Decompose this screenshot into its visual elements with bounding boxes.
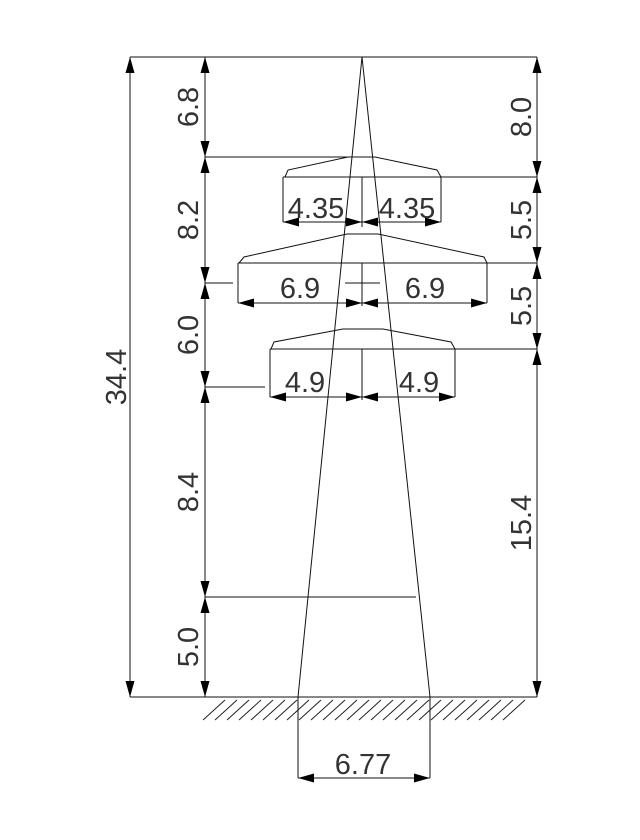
- arrowhead: [439, 392, 455, 402]
- arrowhead: [200, 157, 210, 173]
- hatch-line: [382, 699, 406, 721]
- base-width-label: 6.77: [335, 749, 391, 781]
- hatch-line: [250, 699, 274, 721]
- arrowhead: [532, 263, 542, 279]
- arrowhead: [532, 177, 542, 193]
- right-dim-label: 5.5: [506, 286, 538, 326]
- top-crossarm-left-label: 4.35: [288, 193, 344, 225]
- hatch-line: [406, 699, 430, 721]
- arrowhead: [362, 298, 378, 308]
- hatch-line: [466, 699, 490, 721]
- middle-crossarm-right-label: 6.9: [405, 273, 445, 305]
- hatch-line: [226, 699, 250, 721]
- arrowhead: [362, 392, 378, 402]
- arrowhead: [532, 333, 542, 349]
- arrowhead: [283, 217, 299, 227]
- arrowhead: [346, 217, 362, 227]
- middle-crossarm-left-label: 6.9: [280, 273, 320, 305]
- bottom-crossarm-right-label: 4.9: [399, 367, 439, 399]
- left-dim-label: 5.0: [173, 627, 205, 667]
- arrowhead: [200, 681, 210, 697]
- arrowhead: [200, 371, 210, 387]
- hatch-line: [334, 699, 358, 721]
- hatch-line: [202, 699, 226, 721]
- hatch-line: [370, 699, 394, 721]
- hatch-line: [430, 699, 454, 721]
- tower-right-leg: [361, 56, 431, 698]
- arrowhead: [414, 773, 430, 783]
- right-dim-label: 15.4: [506, 495, 538, 551]
- arrowhead: [298, 773, 314, 783]
- arrowhead: [425, 217, 441, 227]
- hatch-line: [442, 699, 466, 721]
- arrowhead: [200, 597, 210, 613]
- hatch-line: [238, 699, 262, 721]
- left-dim-label: 6.0: [173, 315, 205, 355]
- arrowhead: [200, 283, 210, 299]
- arrowhead: [532, 247, 542, 263]
- tower-left-leg: [297, 56, 363, 698]
- dimension-arrows: [125, 57, 542, 783]
- hatch-line: [454, 699, 478, 721]
- arrowhead: [532, 349, 542, 365]
- arrowhead: [200, 581, 210, 597]
- hatch-line: [394, 699, 418, 721]
- right-dim-label: 5.5: [506, 200, 538, 240]
- arrowhead: [125, 57, 135, 73]
- hatch-line: [298, 699, 322, 721]
- arrowhead: [346, 298, 362, 308]
- hatch-line: [358, 699, 382, 721]
- middle-crossarm: [238, 233, 488, 264]
- left-dim-label: 8.4: [173, 472, 205, 512]
- left-dim-label: 6.8: [173, 87, 205, 127]
- arrowhead: [200, 267, 210, 283]
- top-crossarm: [284, 156, 442, 178]
- hatch-line: [274, 699, 298, 721]
- arrowhead: [532, 57, 542, 73]
- arrowhead: [200, 387, 210, 403]
- hatch-line: [418, 699, 442, 721]
- ground-hatching: [202, 699, 526, 721]
- hatch-line: [262, 699, 286, 721]
- arrowhead: [200, 57, 210, 73]
- arrowhead: [532, 681, 542, 697]
- hatch-line: [478, 699, 502, 721]
- arrowhead: [238, 298, 254, 308]
- bottom-crossarm-left-label: 4.9: [285, 367, 325, 399]
- arrowhead: [471, 298, 487, 308]
- hatch-line: [214, 699, 238, 721]
- hatch-line: [322, 699, 346, 721]
- right-dim-label: 8.0: [506, 97, 538, 137]
- hatch-line: [286, 699, 310, 721]
- arrowhead: [270, 392, 286, 402]
- arrowhead: [532, 161, 542, 177]
- arrowhead: [362, 217, 378, 227]
- top-crossarm-right-label: 4.35: [379, 193, 435, 225]
- hatch-line: [490, 699, 514, 721]
- bottom-crossarm: [270, 328, 456, 350]
- left-dim-label: 8.2: [173, 200, 205, 240]
- hatch-line: [346, 699, 370, 721]
- overall-height-label: 34.4: [101, 349, 133, 405]
- hatch-line: [310, 699, 334, 721]
- arrowhead: [346, 392, 362, 402]
- arrowhead: [125, 681, 135, 697]
- arrowhead: [200, 141, 210, 157]
- hatch-line: [502, 699, 526, 721]
- drawing-lines: [129, 56, 538, 779]
